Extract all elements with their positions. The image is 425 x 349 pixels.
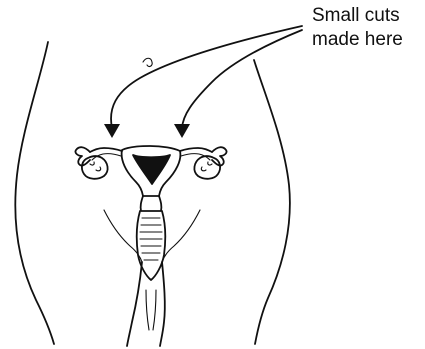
cut-location-annotation: Small cuts made here: [312, 4, 424, 52]
left-arrowhead: [104, 124, 120, 138]
left-pointer-line: [111, 26, 302, 128]
vulva: [146, 290, 156, 330]
vaginal-rugae: [140, 218, 162, 260]
right-pointer-line: [182, 30, 302, 128]
navel-mark: [143, 58, 152, 66]
right-ovary: [194, 156, 220, 179]
uterine-cavity: [133, 155, 170, 184]
right-inner-thigh: [160, 262, 165, 346]
right-arrowhead: [174, 124, 190, 138]
left-body-contour: [15, 42, 54, 344]
cervix: [141, 196, 162, 211]
left-inner-thigh: [127, 262, 142, 346]
right-body-contour: [254, 60, 290, 344]
left-fallopian-tube: [90, 148, 122, 152]
annotation-line-2: made here: [312, 28, 424, 52]
left-ovary: [82, 156, 108, 179]
annotation-line-1: Small cuts: [312, 4, 424, 28]
right-ligament: [162, 210, 200, 262]
right-fallopian-tube: [180, 148, 212, 152]
